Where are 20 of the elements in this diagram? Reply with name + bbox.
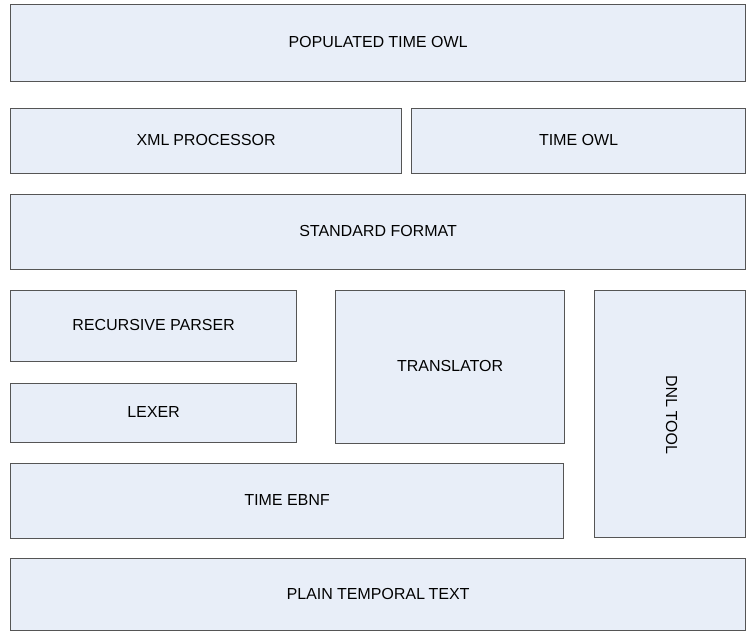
layer-box	[10, 290, 297, 362]
layer-box	[10, 383, 297, 443]
layer-box	[10, 194, 746, 270]
layer-label: TIME EBNF	[244, 492, 330, 510]
layer-label: TRANSLATOR	[396, 358, 504, 376]
layer-label: STANDARD FORMAT	[299, 223, 457, 241]
layer-label: PLAIN TEMPORAL TEXT	[286, 586, 470, 604]
layer-box	[10, 463, 564, 539]
layer-box	[335, 290, 565, 444]
layer-box	[10, 4, 746, 82]
layer-box	[10, 558, 746, 631]
layer-label: LEXER	[127, 404, 180, 422]
layer-label: RECURSIVE PARSER	[72, 317, 235, 335]
layer-box	[594, 290, 746, 538]
layer-box	[10, 108, 402, 174]
layer-box	[411, 108, 746, 174]
layer-label: TIME OWL	[538, 132, 618, 150]
layer-label: POPULATED TIME OWL	[288, 34, 468, 52]
layer-label: XML PROCESSOR	[136, 132, 276, 150]
layer-label: DNL TOOL	[661, 374, 679, 454]
